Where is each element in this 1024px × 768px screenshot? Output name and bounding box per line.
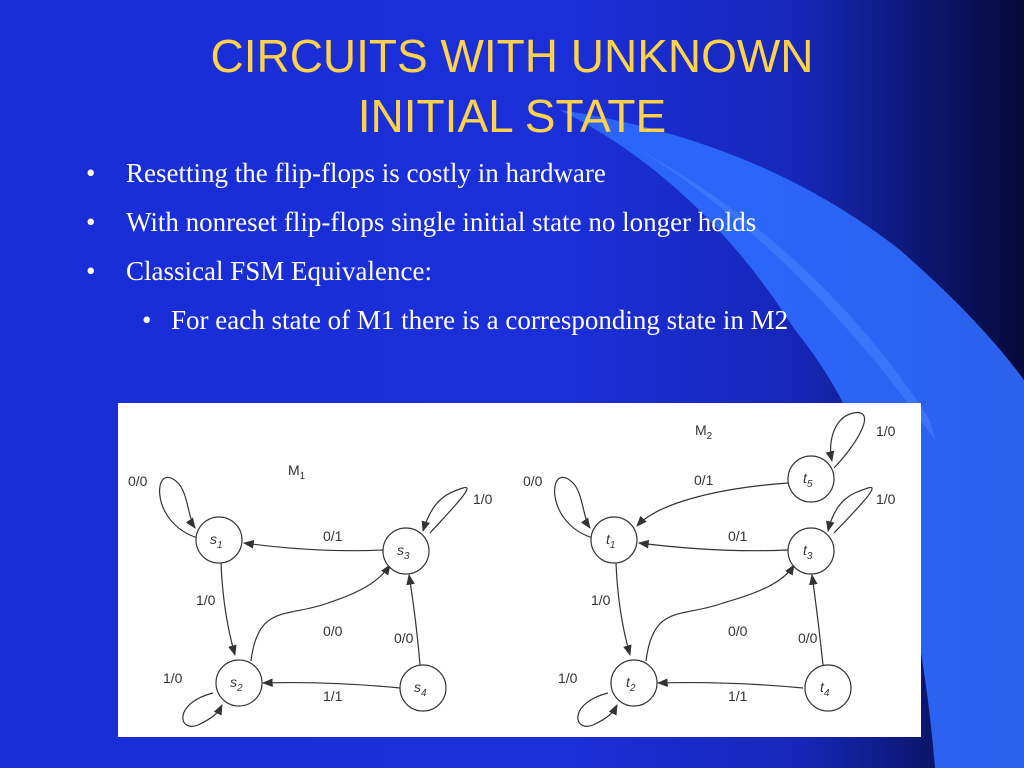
edge-label: 1/1	[728, 688, 748, 704]
edge-s1-s2	[220, 562, 237, 657]
edge-label: 1/0	[196, 592, 216, 608]
sub-bullet-text: For each state of M1 there is a correspo…	[171, 305, 789, 335]
edge-label: 0/0	[523, 473, 543, 489]
state-t4: t4	[804, 664, 852, 712]
bullet-dot: •	[86, 158, 96, 188]
edge-label: 1/0	[163, 670, 183, 686]
svg-text:t3: t3	[803, 542, 813, 562]
edge-s3-s1	[242, 540, 384, 552]
state-s2: s2	[215, 659, 263, 707]
edge-label: 0/0	[323, 623, 343, 639]
state-t3: t3	[787, 527, 835, 575]
fsm-diagram-figure: M1 s1 s2 s3 s4 0/0 1/0 1/0 0/0	[118, 403, 921, 737]
svg-text:t1: t1	[606, 531, 615, 551]
edge-t4-t2	[656, 678, 804, 689]
edge-label: 1/0	[591, 592, 611, 608]
edge-label: 1/1	[323, 688, 343, 704]
bullet-dot: •	[142, 305, 152, 335]
edge-s4-s2	[261, 678, 401, 689]
svg-text:s2: s2	[230, 674, 243, 694]
edge-t1-self	[554, 476, 594, 539]
bullet-dot: •	[86, 256, 96, 286]
edge-label: 0/0	[128, 473, 148, 489]
m1-label: M1	[288, 462, 306, 482]
edge-s1-self	[159, 476, 199, 539]
edge-label: 1/0	[876, 423, 896, 439]
edge-t1-t2	[615, 562, 632, 657]
edge-t5-self	[825, 411, 865, 469]
bullet-text: Resetting the flip-flops is costly in ha…	[126, 158, 606, 188]
svg-text:t2: t2	[626, 674, 636, 694]
bullet-dot: •	[86, 207, 96, 237]
fsm-diagram: M1 s1 s2 s3 s4 0/0 1/0 1/0 0/0	[128, 411, 896, 727]
state-s4: s4	[399, 664, 447, 712]
edge-s4-s3	[406, 573, 421, 666]
edge-t5-t1	[636, 482, 789, 527]
edge-t2-t3	[645, 564, 795, 662]
edge-label: 0/1	[323, 528, 343, 544]
edge-label: 0/0	[394, 630, 414, 646]
edge-label: 1/0	[876, 491, 896, 507]
edge-label: 0/1	[728, 528, 748, 544]
edge-t3-t1	[637, 539, 789, 552]
slide-title-line1: CIRCUITS WITH UNKNOWN	[210, 30, 814, 82]
slide-title-line2: INITIAL STATE	[357, 90, 667, 142]
edge-label: 1/0	[473, 491, 493, 507]
svg-text:t4: t4	[820, 679, 830, 699]
svg-text:t5: t5	[803, 470, 813, 490]
state-s1: s1	[195, 516, 243, 564]
m2-label: M2	[695, 422, 713, 442]
edge-s2-s3	[250, 564, 391, 662]
state-t5: t5	[787, 455, 835, 503]
edge-t2-self	[577, 692, 618, 727]
svg-text:s1: s1	[210, 531, 223, 551]
state-t2: t2	[610, 659, 658, 707]
bullet-text: With nonreset flip-flops single initial …	[126, 207, 757, 237]
edge-s3-self	[421, 486, 468, 534]
svg-text:s3: s3	[397, 542, 410, 562]
edge-label: 0/0	[728, 623, 748, 639]
svg-text:s4: s4	[414, 679, 427, 699]
edge-label: 0/0	[798, 630, 818, 646]
bullet-text: Classical FSM Equivalence:	[126, 256, 432, 286]
state-s3: s3	[382, 527, 430, 575]
edge-t4-t3	[809, 573, 824, 666]
edge-s2-self	[182, 692, 223, 727]
edge-label: 1/0	[558, 670, 578, 686]
edge-label: 0/1	[694, 472, 714, 488]
state-t1: t1	[590, 516, 638, 564]
edge-t3-self	[826, 486, 873, 534]
